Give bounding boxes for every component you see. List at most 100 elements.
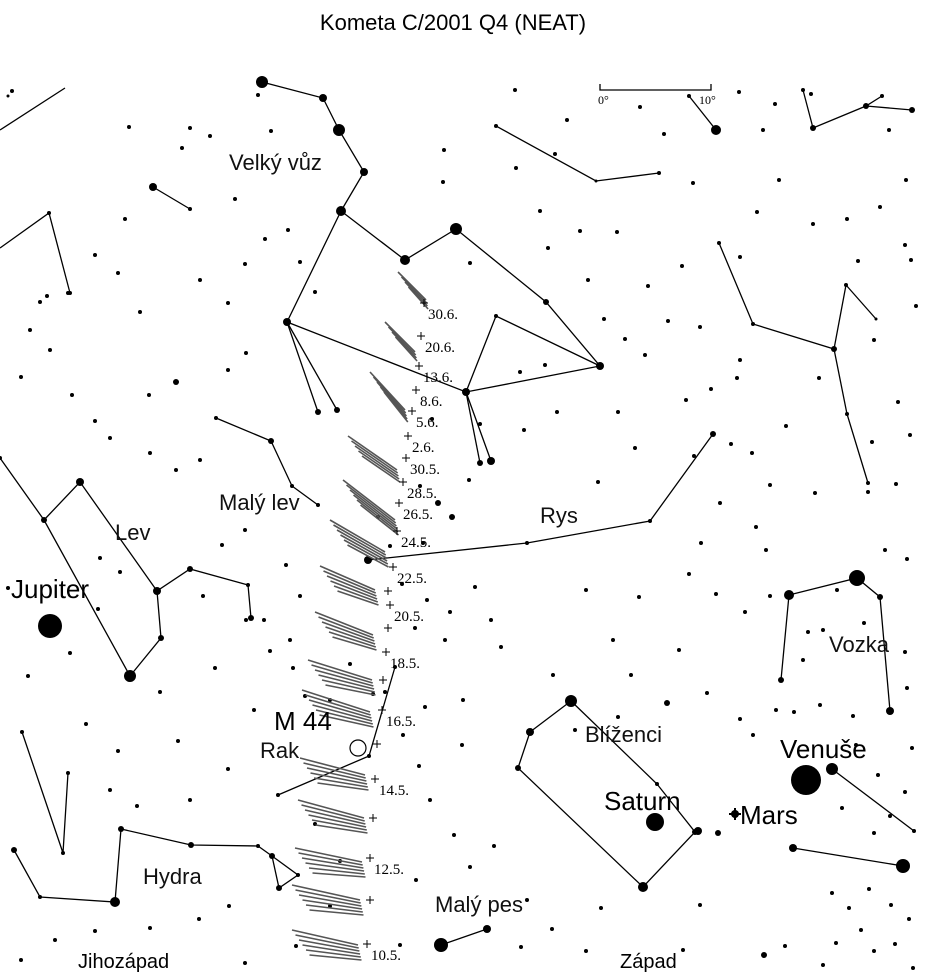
comet-position-marker [384, 624, 392, 632]
comet-position-marker [373, 740, 381, 748]
star [448, 610, 452, 614]
star [889, 903, 893, 907]
comet-position-marker [404, 432, 412, 440]
comet-tail-stroke [360, 504, 399, 536]
star [118, 570, 122, 574]
saturn-disc [646, 813, 664, 831]
comet-tail-stroke [407, 286, 429, 310]
star [360, 168, 368, 176]
star [158, 690, 162, 694]
comet-tail-stroke [323, 570, 377, 594]
comet-date-label: 12.5. [374, 862, 404, 878]
star [602, 317, 606, 321]
comet-tail-stroke [298, 939, 360, 952]
comet-position-marker [378, 706, 386, 714]
comet-tail-stroke [310, 772, 368, 785]
star [905, 686, 909, 690]
star [149, 183, 157, 191]
star [473, 585, 477, 589]
comet-tail-stroke [342, 479, 396, 521]
star [715, 830, 721, 836]
star [187, 566, 193, 572]
comet-date-label: 18.5. [390, 656, 420, 672]
comet-tail-stroke [333, 585, 379, 603]
star [616, 410, 620, 414]
star [662, 132, 666, 136]
star [110, 897, 120, 907]
star [53, 938, 57, 942]
star [903, 790, 907, 794]
star [252, 708, 256, 712]
star [768, 594, 772, 598]
star [284, 563, 288, 567]
star [66, 291, 70, 295]
star [872, 831, 876, 835]
comet-tail-stroke [305, 862, 365, 872]
star [877, 594, 883, 600]
comet-position-marker [384, 587, 392, 595]
comet-tail-stroke [332, 636, 377, 651]
star [11, 847, 17, 853]
comet-tail-stroke [351, 440, 399, 474]
comet-tail-stroke [313, 777, 368, 788]
comet-tail-stroke [391, 331, 417, 359]
star [45, 294, 49, 298]
comet-tail-stroke [306, 767, 367, 782]
comet-tail-stroke [309, 909, 364, 916]
star [294, 944, 298, 948]
star [883, 548, 887, 552]
star [519, 945, 523, 949]
star [443, 638, 447, 642]
star [489, 618, 493, 622]
comet-tail-stroke [314, 669, 374, 687]
comet-date-label: 13.6. [423, 370, 453, 386]
star [709, 387, 713, 391]
label-rak: Rak [260, 738, 300, 763]
star [854, 743, 858, 747]
comet-tail-stroke [302, 944, 361, 955]
mars-disc [731, 810, 739, 818]
star [687, 94, 691, 98]
comet-tail-stroke [340, 534, 388, 562]
star [789, 844, 797, 852]
comet-position-marker [379, 676, 387, 684]
star [256, 76, 268, 88]
comet-position-marker [366, 854, 374, 862]
star [680, 264, 684, 268]
star [38, 300, 42, 304]
scale-bar: 0° 10° [598, 84, 716, 107]
star [912, 829, 916, 833]
star [761, 952, 767, 958]
star [555, 410, 559, 414]
star [826, 763, 838, 775]
star [616, 715, 620, 719]
constellation-labels: Velký vůz Malý lev Lev Rys Vozka Blíženc… [115, 150, 890, 917]
comet-tail-stroke [321, 621, 375, 642]
star [127, 125, 131, 129]
star [135, 804, 139, 808]
star [878, 205, 882, 209]
star [909, 258, 913, 262]
star [449, 514, 455, 520]
label-venuse: Venuše [780, 734, 867, 764]
star [48, 348, 52, 352]
label-maly-lev: Malý lev [219, 490, 300, 515]
star [226, 368, 230, 372]
star [907, 917, 911, 921]
star [333, 124, 345, 136]
star [778, 677, 784, 683]
star [543, 363, 547, 367]
star [348, 662, 352, 666]
star [220, 543, 224, 547]
star [687, 572, 691, 576]
comet-tail-stroke [356, 499, 399, 533]
comet-tails [291, 271, 429, 961]
comet-position-marker [371, 775, 379, 783]
comet-tail-stroke [321, 679, 375, 693]
star [553, 152, 557, 156]
label-m44: M 44 [274, 706, 332, 736]
scale-start-label: 0° [598, 93, 609, 107]
star [584, 588, 588, 592]
comet-tail-stroke [329, 519, 386, 553]
star [364, 556, 372, 564]
